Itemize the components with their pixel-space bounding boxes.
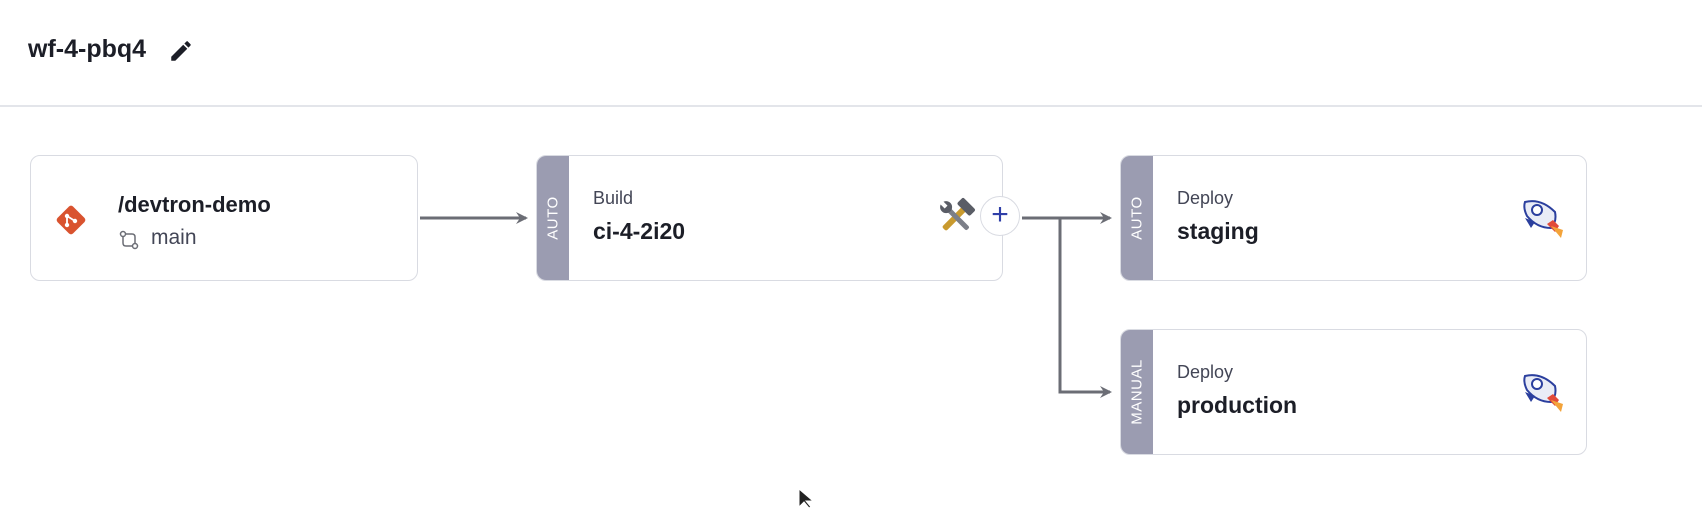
node-type-label: Deploy xyxy=(1177,188,1234,208)
ci-node[interactable]: AUTO Build ci-4-2i20 xyxy=(536,155,1003,281)
ci-pipeline-name: ci-4-2i20 xyxy=(593,218,686,244)
repo-name: /devtron-demo xyxy=(118,192,271,217)
rocket-icon xyxy=(1523,200,1563,238)
node-type-label: Build xyxy=(593,188,634,208)
pencil-icon[interactable] xyxy=(168,38,194,64)
add-pipeline-button[interactable]: + xyxy=(980,196,1020,236)
node-type-label: Deploy xyxy=(1177,362,1234,382)
tools-icon xyxy=(939,198,975,231)
workflow-name: wf-4-pbq4 xyxy=(28,35,147,63)
trigger-badge: MANUAL xyxy=(1121,330,1153,454)
trigger-label: AUTO xyxy=(544,196,562,240)
branch-name: main xyxy=(151,226,197,249)
cd-node-production[interactable]: MANUAL Deploy production xyxy=(1120,329,1587,455)
source-node[interactable]: /devtron-demo main xyxy=(30,155,418,281)
mouse-cursor-icon xyxy=(798,488,815,508)
trigger-label: MANUAL xyxy=(1128,359,1146,425)
trigger-label: AUTO xyxy=(1128,196,1146,240)
trigger-badge: AUTO xyxy=(537,156,569,280)
trigger-badge: AUTO xyxy=(1121,156,1153,280)
environment-name: production xyxy=(1177,392,1298,418)
git-icon xyxy=(56,205,86,235)
cd-node-staging[interactable]: AUTO Deploy staging xyxy=(1120,155,1587,281)
workflow-header: wf-4-pbq4 xyxy=(0,0,1702,107)
rocket-icon xyxy=(1523,374,1563,412)
environment-name: staging xyxy=(1177,218,1259,244)
branch-icon xyxy=(119,230,139,250)
edge-ci-to-production xyxy=(1058,218,1112,398)
